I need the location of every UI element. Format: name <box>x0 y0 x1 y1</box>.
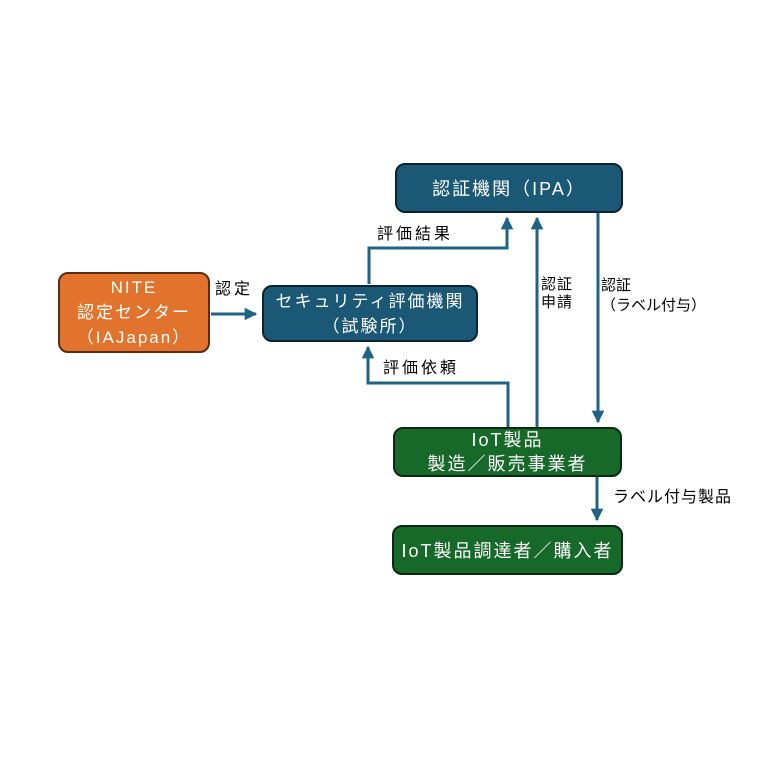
edge-label-evaluation-result: 評価結果 <box>377 226 454 243</box>
node-iot-product-maker: IoT製品 製造／販売事業者 <box>393 427 622 477</box>
edge-label-certification-application: 認証 申請 <box>541 276 573 312</box>
arrow-evaluation-request <box>361 345 510 427</box>
node-label-line: IoT製品調達者／購入者 <box>401 541 614 561</box>
node-label-line: 認証機関（IPA） <box>432 179 586 199</box>
arrow-evaluation-result <box>367 216 514 284</box>
edge-label-accreditation: 認定 <box>215 281 254 298</box>
node-label-line: （試験所） <box>322 316 418 336</box>
node-security-evaluation-body: セキュリティ評価機関 （試験所） <box>262 285 478 342</box>
node-iot-product-buyer: IoT製品調達者／購入者 <box>392 525 623 575</box>
node-label-line: 認定センター <box>77 303 191 322</box>
edge-label-evaluation-request: 評価依頼 <box>383 360 460 377</box>
node-certification-body-ipa: 認証機関（IPA） <box>395 163 623 213</box>
node-label-line: 製造／販売事業者 <box>427 454 588 474</box>
node-label-line: （IAJapan） <box>76 328 192 347</box>
edge-label-line: （ラベル付与） <box>601 297 707 314</box>
edge-label-certification-label-grant: 認証 （ラベル付与） <box>601 276 706 316</box>
node-label-line: セキュリティ評価機関 <box>275 291 465 311</box>
edge-label-line: 申請 <box>541 294 574 311</box>
node-label-line: IoT製品 <box>471 430 544 450</box>
edge-label-labeled-product: ラベル付与製品 <box>613 489 733 506</box>
edge-label-line: 認証 <box>601 277 632 294</box>
edge-label-line: 認証 <box>541 276 574 293</box>
node-nite-accreditation-center: NITE 認定センター （IAJapan） <box>58 272 210 353</box>
node-label-line: NITE <box>110 278 158 297</box>
